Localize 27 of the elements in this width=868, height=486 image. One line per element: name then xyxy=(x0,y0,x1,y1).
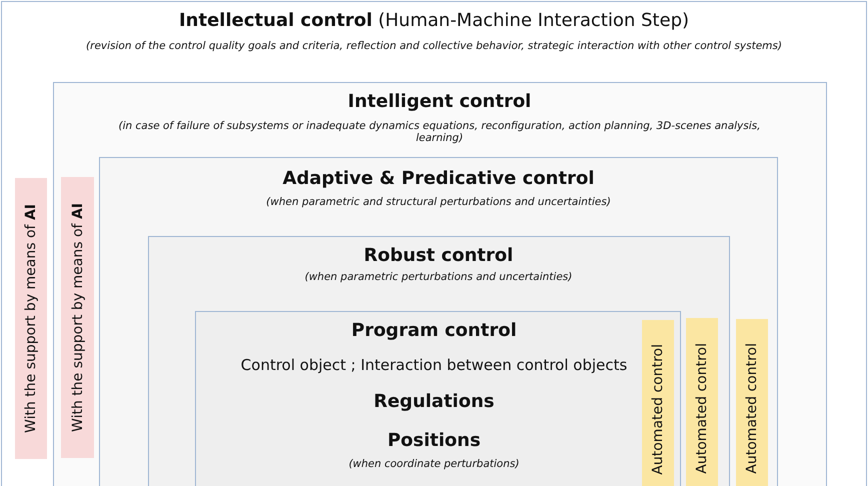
rotated-label: With the support by means of AI xyxy=(70,203,86,432)
level-heading: Program control xyxy=(350,320,518,341)
rotated-label: Automated control xyxy=(694,342,710,474)
level-description: (in case of failure of subsystems or inadequate dynamics equations, reconfiguration, action planning, 3D-scenes analysis, learning) xyxy=(118,120,762,144)
level-heading: Robust control xyxy=(362,244,514,266)
level-heading: Adaptive & Predicative control xyxy=(282,168,596,189)
level-panel xyxy=(195,311,681,486)
side-label-bar xyxy=(14,178,46,458)
level-panel xyxy=(52,82,826,486)
level-description: (when coordinate perturbations) xyxy=(348,458,520,470)
level-heading: Intellectual control (Human-Machine Interaction Step) xyxy=(178,10,690,31)
level-heading: Intelligent control xyxy=(346,90,532,112)
side-label-bar xyxy=(642,320,674,486)
side-label-bar xyxy=(686,318,718,486)
level-panel xyxy=(148,236,730,486)
level-panel xyxy=(99,157,778,486)
level-heading: Regulations xyxy=(372,391,496,412)
rotated-label: Automated control xyxy=(744,343,760,474)
rotated-label: Automated control xyxy=(650,344,666,475)
rotated-label: With the support by means of AI xyxy=(22,204,38,432)
level-heading: Positions xyxy=(386,430,482,451)
side-label-bar xyxy=(61,177,94,458)
level-description: (when parametric and structural perturbations and uncertainties) xyxy=(265,196,612,208)
level-text: Control object ; Interaction between control objects xyxy=(240,356,628,374)
side-label-bar xyxy=(736,318,768,486)
level-description: (when parametric perturbations and uncertainties) xyxy=(304,270,574,282)
level-description: (revision of the control quality goals and criteria, reflection and collective behavior, strategic interaction with other control systems) xyxy=(85,40,783,52)
